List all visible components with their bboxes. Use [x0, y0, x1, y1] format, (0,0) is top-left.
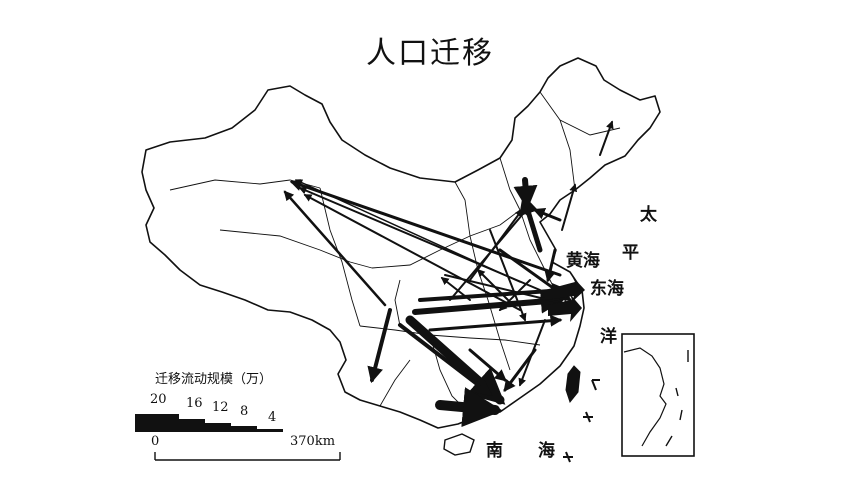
province-boundaries: [169, 91, 621, 413]
arrow-flow: [532, 207, 562, 222]
arrow-flow: [405, 315, 506, 405]
hainan-island: [443, 433, 475, 456]
arrow-flow: [599, 120, 614, 156]
legend-title: 迁移流动规模（万）: [155, 372, 273, 387]
arrow-flow: [418, 282, 569, 302]
legend-value-12: 12: [212, 400, 229, 415]
inset-box: [621, 333, 695, 457]
legend-bar-20: [135, 414, 179, 432]
scale-start: 0: [151, 434, 160, 449]
map-title: 人口迁移: [366, 36, 494, 71]
arrow-flow: [294, 179, 521, 283]
arrow-flow: [561, 183, 578, 231]
label-pacific-2: 平: [622, 243, 639, 263]
taiwan-island: [565, 365, 581, 404]
migration-arrows: [283, 120, 614, 428]
arrow-flow: [283, 190, 387, 307]
legend-bar-12: [205, 423, 231, 432]
arrow-flow: [412, 289, 565, 315]
label-pacific-3: 洋: [600, 327, 617, 347]
inset-islands: [665, 350, 689, 447]
legend-value-16: 16: [186, 396, 203, 411]
legend-value-4: 4: [268, 410, 277, 425]
china-outline: [141, 57, 661, 429]
arrow-flow: [440, 277, 471, 301]
arrow-flow: [513, 177, 538, 210]
scale-end: 370km: [290, 434, 336, 449]
label-yellow-sea: 黄海: [566, 251, 600, 271]
nine-dash-marks: [563, 379, 600, 463]
arrow-large-east: [545, 276, 585, 302]
legend-value-8: 8: [240, 404, 249, 419]
arrow-flow: [498, 279, 531, 312]
arrow-flow: [468, 348, 507, 382]
arrow-flow: [476, 268, 509, 301]
legend-bar-16: [179, 419, 205, 432]
arrow-flow: [367, 308, 392, 384]
arrow-flow: [518, 319, 546, 387]
arrow-flow: [303, 194, 521, 311]
label-south-sea-2: 海: [538, 441, 555, 461]
scale-bar: [154, 452, 341, 461]
arrow-flow: [544, 248, 557, 283]
arrow-flow: [398, 323, 493, 396]
legend-bars: [135, 414, 283, 432]
label-pacific-1: 太: [640, 205, 657, 225]
arrow-flow: [469, 208, 523, 281]
label-east-sea: 东海: [590, 279, 624, 299]
legend-value-20: 20: [150, 392, 167, 407]
legend-bar-4: [257, 429, 283, 432]
arrow-large-yangtze: [548, 294, 582, 322]
label-south-sea-1: 南: [486, 441, 503, 461]
legend-bar-8: [231, 426, 257, 432]
arrow-flow: [435, 387, 503, 428]
arrow-flow: [428, 314, 563, 332]
inset-coast: [623, 347, 667, 447]
